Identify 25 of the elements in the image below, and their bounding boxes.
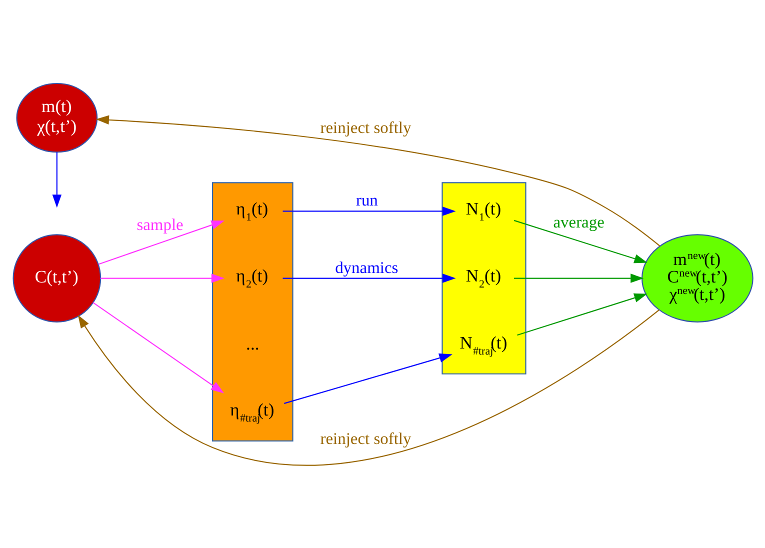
arrow — [282, 206, 456, 216]
node-text: η$_{2}$(t) — [236, 264, 268, 290]
arrow — [95, 114, 660, 246]
node-circle: C(t,t’) — [12, 234, 101, 322]
edge-label: dynamics — [334, 257, 398, 276]
arrow — [77, 309, 659, 466]
arrow — [282, 273, 456, 282]
edge-label: average — [552, 212, 604, 232]
arrow — [52, 152, 62, 208]
arrow — [100, 273, 224, 282]
node-text: η$_{#traj}$(t) — [230, 398, 274, 424]
edge-label: sample — [136, 214, 183, 234]
arrow — [98, 220, 224, 264]
node-ellipse: m$^{new}$(t) C$^{new}$(t,t’) χ$^{new}$(t,t’) — [640, 234, 753, 322]
node-text: N$_{#traj}$(t) — [459, 332, 507, 357]
node-text: η$_{1}$(t) — [236, 198, 268, 223]
node-ellipse: m(t) χ(t,t’) — [16, 82, 98, 152]
arrow — [514, 273, 644, 282]
edge-label: reinject softly — [320, 428, 411, 448]
node-text: N$_{2}$(t) — [465, 264, 501, 290]
node-text: N$_{1}$(t) — [465, 198, 501, 223]
arrow — [92, 302, 224, 393]
node-text: ... — [246, 332, 259, 353]
edge-label: reinject softly — [320, 118, 411, 137]
edge-label: run — [355, 190, 378, 210]
